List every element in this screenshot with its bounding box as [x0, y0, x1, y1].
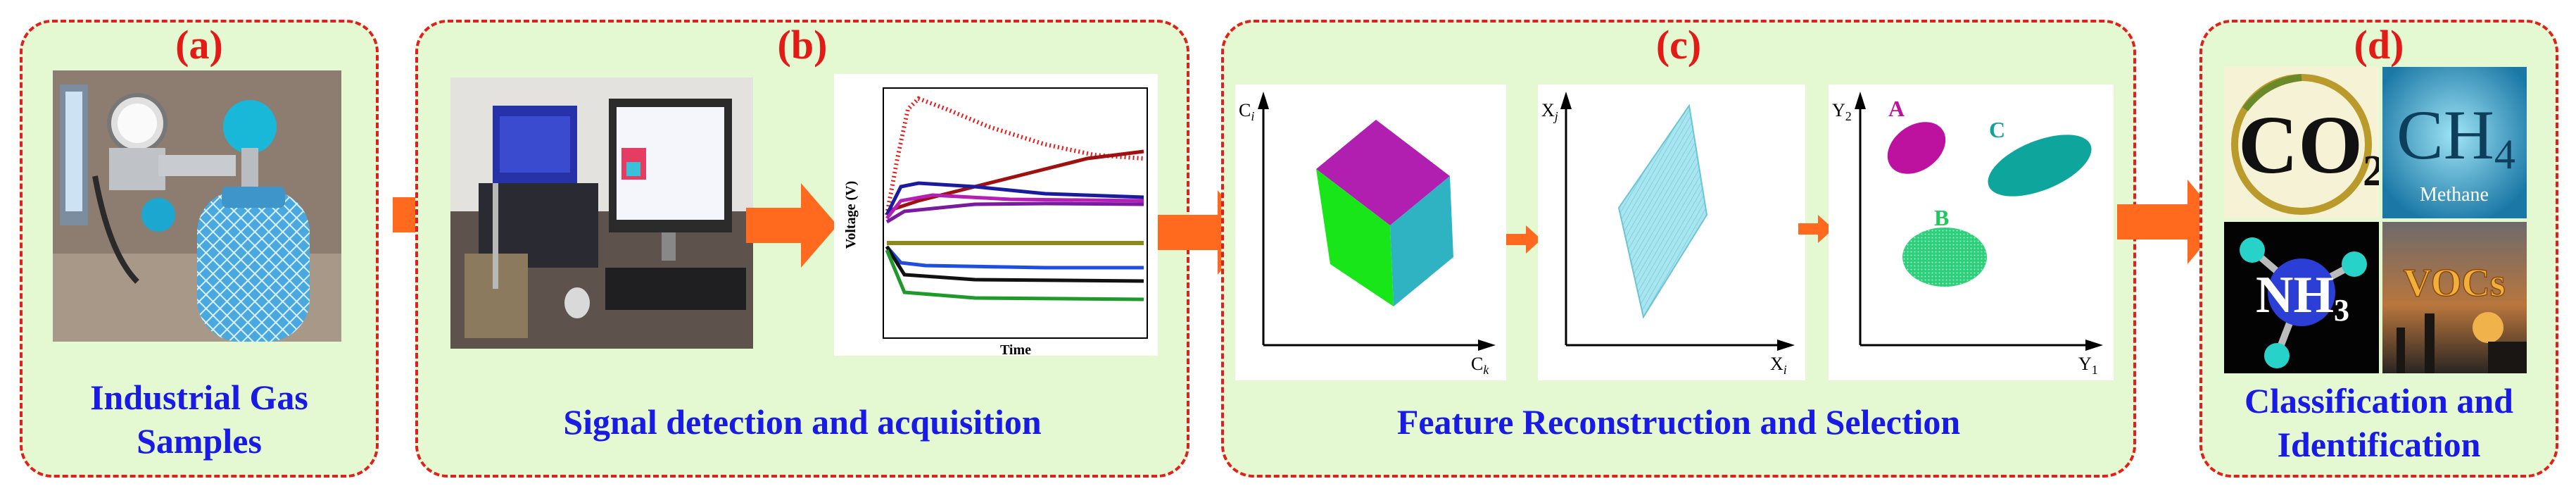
panel-d-caption: Classification and Identification — [2199, 379, 2558, 466]
signal-response-plot: Voltage (V) Time — [834, 74, 1158, 356]
cluster-a-label: A — [1888, 96, 1905, 121]
cluster-c — [1988, 135, 2092, 197]
cluster-b — [1902, 228, 1987, 287]
feature-parallelogram — [1617, 104, 1708, 319]
signal-curve-darkred — [886, 149, 1144, 213]
cluster-a — [1887, 122, 1946, 174]
nh3-tile: NH3 — [2224, 222, 2379, 373]
plot1-x-label: Ck — [1471, 354, 1489, 377]
gas-cylinder-photo — [53, 70, 341, 342]
ch4-tile: CH4 Methane — [2382, 67, 2527, 218]
lab-setup-photo — [450, 77, 753, 349]
panel-c-caption: Feature Reconstruction and Selection — [1396, 402, 1961, 442]
co2-tile: CO2 — [2224, 67, 2379, 218]
vocs-tile: VOCs — [2382, 222, 2527, 373]
feature-plot-parallelogram: Xj Xi — [1538, 85, 1805, 380]
cluster-b-label: B — [1934, 205, 1949, 230]
ch4-text: CH4 — [2397, 96, 2515, 178]
arrow-plot2-to-plot3 — [1798, 215, 1833, 243]
signal-curve-navy — [885, 181, 1144, 216]
signal-curve-magenta — [885, 201, 1144, 224]
plot3-y-label: Y2 — [1832, 100, 1852, 123]
panel-a-caption: Industrial Gas Samples — [20, 375, 379, 463]
panel-c-label: (c) — [1655, 22, 1702, 68]
ch4-methane-text: Methane — [2420, 184, 2489, 206]
signal-curve-purple — [885, 193, 1144, 220]
plot2-x-label: Xi — [1770, 354, 1787, 377]
panel-d-label: (d) — [2354, 22, 2404, 68]
signal-plot-xlabel: Time — [1000, 342, 1031, 356]
panel-d-caption-line-1: Classification and — [2244, 381, 2513, 421]
signal-curve-blue — [885, 245, 1144, 270]
cube-side-face — [1390, 176, 1453, 306]
feature-plot-clusters: A C B Y2 Y1 — [1829, 85, 2114, 380]
nh3-text: NH3 — [2256, 266, 2349, 328]
signal-curve-green — [885, 249, 1144, 301]
signal-curve-black — [885, 245, 1144, 283]
signal-plot-ylabel: Voltage (V) — [843, 181, 859, 249]
cube-top-face — [1316, 120, 1450, 225]
panel-a-caption-line-2: Samples — [137, 421, 262, 461]
plot2-y-label: Xj — [1541, 100, 1558, 123]
arrow-c-to-d — [2117, 180, 2223, 264]
panel-b-label: (b) — [777, 22, 828, 68]
signal-curve-red — [885, 96, 1144, 216]
arrow-photo-to-plot — [746, 183, 838, 268]
plot3-x-label: Y1 — [2078, 354, 2098, 377]
co2-text: CO2 — [2238, 99, 2379, 195]
vocs-text: VOCs — [2403, 261, 2505, 305]
cube-front-face — [1316, 169, 1394, 306]
panel-a-label: (a) — [175, 22, 223, 68]
arrow-plot1-to-plot2 — [1506, 225, 1541, 254]
panel-d-caption-line-2: Identification — [2277, 425, 2481, 464]
cluster-c-label: C — [1989, 117, 2005, 142]
panel-a-caption-line-1: Industrial Gas — [90, 378, 308, 417]
panel-b-caption: Signal detection and acquisition — [563, 402, 1042, 442]
feature-plot-cube: Ci Ck — [1235, 85, 1506, 380]
plot1-y-label: Ci — [1239, 100, 1254, 123]
